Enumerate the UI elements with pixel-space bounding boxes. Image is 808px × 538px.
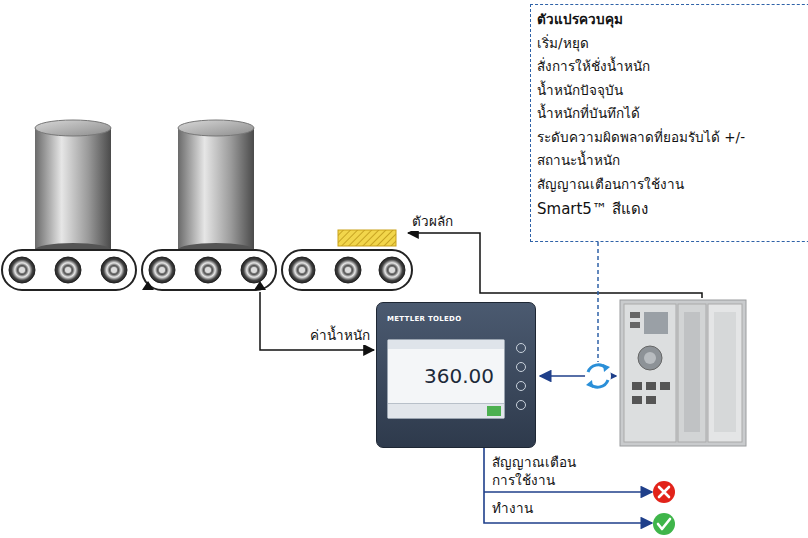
- parameter-item: ระดับความผิดพลาดที่ยอมรับได้ +/-: [537, 129, 745, 145]
- output-label: ทำงาน: [490, 500, 535, 518]
- sensor-marker: [142, 281, 154, 290]
- parameter-box: ตัวแปรควบคุมเริ่ม/หยุดสั่งการให้ชั่งน้ำห…: [530, 4, 808, 242]
- plc: [620, 300, 746, 446]
- cylinder: [178, 120, 254, 257]
- sensor-marker: [254, 281, 266, 290]
- conveyor-rollers: [9, 257, 405, 283]
- screen-bar: [388, 340, 504, 349]
- pusher-label: ตัวผลัก: [410, 213, 455, 231]
- brand-name: METTLER TOLEDO: [387, 315, 461, 323]
- parameter-item: สถานะน้ำหนัก: [537, 152, 620, 168]
- ok-icon: [653, 513, 675, 535]
- parameter-item: Smart5™ สีแดง: [537, 200, 648, 218]
- terminal-keypad: [509, 339, 531, 417]
- key: [516, 400, 526, 410]
- parameter-item: น้ำหนักที่บันทึกได้: [537, 105, 640, 121]
- key: [516, 362, 526, 372]
- parameter-item: น้ำหนักปัจจุบัน: [537, 82, 623, 98]
- parameter-item: สัญญาณเตือนการใช้งาน: [537, 176, 684, 192]
- parameter-item: สั่งการให้ชั่งน้ำหนัก: [537, 58, 650, 74]
- terminal-screen: 360.00: [387, 339, 505, 419]
- weighing-terminal: 360.00 METTLER TOLEDO: [376, 302, 536, 448]
- alarm-icon: [653, 481, 675, 503]
- box-heading: ตัวแปรควบคุม: [537, 11, 623, 27]
- softkey-ok: [487, 406, 501, 416]
- weight-wire: [260, 292, 374, 350]
- dashed-leader: [597, 242, 599, 362]
- cylinder: [35, 120, 111, 257]
- conveyor: [2, 250, 412, 290]
- key: [516, 381, 526, 391]
- key: [516, 343, 526, 353]
- output-wire: [484, 491, 652, 493]
- parameter-item: เริ่ม/หยุด: [537, 35, 589, 51]
- pusher-wire: [408, 233, 702, 298]
- output-label: สัญญาณเตือน การใช้งาน: [490, 454, 594, 489]
- weight-readout: 360.00: [424, 364, 494, 388]
- sync-icon: [585, 363, 611, 389]
- weight-label: ค่าน้ำหนัก: [308, 327, 372, 345]
- pusher-block: [338, 230, 396, 246]
- output-wire: [484, 448, 652, 523]
